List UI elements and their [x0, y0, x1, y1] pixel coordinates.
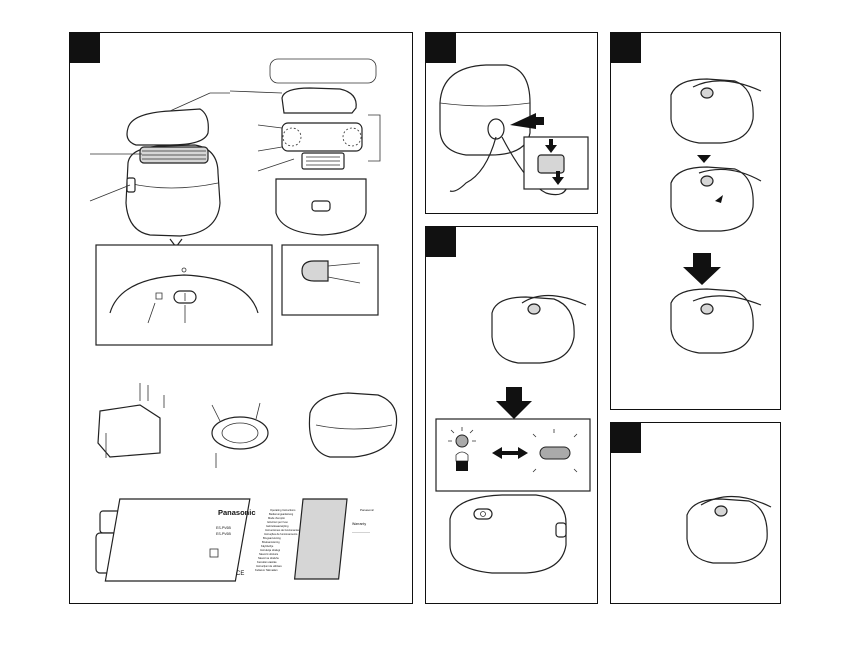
shaver-hand-1	[670, 78, 754, 144]
warranty-booklet	[293, 498, 348, 580]
led-light-icon	[455, 434, 469, 448]
warranty-brand: Panasonic	[360, 508, 375, 512]
booklet-lang-1: Bedienungsanleitung	[269, 512, 294, 516]
panel-charging	[425, 32, 598, 214]
parts-illustration: Panasonic ES-PV6B ES-PV6B Operating Inst…	[89, 58, 398, 582]
panel-tag-parts	[70, 33, 100, 63]
booklet-lang-3: Istruzioni per l'uso	[267, 520, 288, 524]
zoom-socket-area	[281, 244, 379, 316]
ac-adaptor	[97, 404, 161, 458]
booklet-lang-10: Instrukcja obsługi	[260, 548, 280, 552]
booklet-lang-2: Mode d'emploi	[268, 516, 285, 520]
charging-illustration	[439, 64, 589, 196]
panel-tag-power	[611, 423, 641, 453]
lock-icon	[455, 451, 469, 462]
shaver-charging	[439, 64, 531, 156]
booklet-lang-9: Käyttöohje	[261, 544, 274, 548]
booklet-lang-11: Návod k obsluze	[259, 552, 279, 556]
plug-in-socket	[487, 118, 505, 140]
leader-frame	[229, 90, 283, 94]
operating-booklet	[104, 498, 251, 582]
leader-cap	[169, 92, 211, 112]
bracket-blades	[368, 114, 381, 162]
travel-pouch	[308, 392, 398, 458]
lock-illustration	[435, 294, 591, 574]
power-button-press	[714, 505, 728, 517]
arrow-down-icon	[683, 253, 721, 285]
zoom-body-outline	[109, 274, 259, 314]
charging-socket	[311, 200, 331, 212]
cable-right	[501, 136, 569, 196]
panel-tag-charging	[426, 33, 456, 63]
shaver-hand-2	[670, 166, 754, 232]
shaver-hand-3	[670, 288, 754, 354]
booklet-lang-12: Návod na obsluhu	[258, 556, 279, 560]
lock-icon	[155, 292, 163, 300]
double-arrow-icon	[492, 447, 528, 459]
leader-switch	[89, 184, 131, 202]
exploded-cap	[281, 87, 357, 114]
power-button-lock	[527, 303, 541, 315]
cable-left	[449, 136, 497, 192]
socket-zoom	[301, 260, 329, 282]
booklet-lang-14: Instrucţiuni de utilizare	[256, 564, 282, 568]
warranty-box: ——————	[352, 530, 370, 534]
protective-cap	[126, 108, 209, 146]
usb-cable	[211, 416, 269, 450]
plug-zoom	[537, 154, 565, 174]
booklet-lang-13: Kezelési utasítás	[257, 560, 277, 564]
side-switch	[126, 177, 136, 193]
power-icon	[480, 511, 486, 517]
warranty-heading: Warranty	[352, 522, 366, 526]
shaver-hand-lock	[491, 296, 575, 364]
booklet-model-top: ES-PV6B	[216, 526, 231, 530]
panel-parts: Panasonic ES-PV6B ES-PV6B Operating Inst…	[69, 32, 413, 604]
label-placeholder-box	[269, 58, 377, 84]
booklet-lang-0: Operating Instructions	[270, 508, 296, 512]
thumb-power	[700, 495, 772, 508]
booklet-lang-7: Brugsanvisning	[263, 536, 281, 540]
panel-power	[610, 422, 781, 604]
press-arrow-icon	[715, 195, 723, 203]
arrow-insert-icon	[510, 113, 544, 129]
booklet-model-bottom: ES-PV6B	[216, 532, 231, 536]
booklet-lang-4: Gebruiksaanwijzing	[266, 524, 289, 528]
led-dot	[181, 267, 187, 273]
panel-unlock	[610, 32, 781, 410]
power-illustration	[686, 495, 772, 564]
booklet-ce-mark: CE	[236, 571, 244, 577]
led-blink-icon	[539, 446, 571, 460]
booklet-lang-8: Bruksanvisning	[262, 540, 280, 544]
power-button-top	[473, 508, 493, 520]
panel-lock	[425, 226, 598, 604]
arrow-small-down-icon	[697, 155, 711, 163]
unlock-illustration	[670, 78, 762, 354]
blade-block	[281, 122, 363, 152]
booklet-lang-15: Kullanım Talimatları	[255, 568, 278, 572]
arrow-up-icon	[552, 171, 564, 185]
shaver-hand-power	[686, 498, 768, 564]
booklet-brand: Panasonic	[218, 508, 256, 517]
booklet-qr-code	[209, 548, 219, 558]
booklet-lang-6: Instruções de funcionamento	[264, 532, 298, 536]
panel-tag-unlock	[611, 33, 641, 63]
arrow-down-icon	[545, 139, 557, 153]
shaver-top-view	[449, 494, 567, 574]
panel-tag-lock	[426, 227, 456, 257]
arrow-down-icon	[496, 387, 532, 419]
booklet-lang-5: Instrucciones de funcionamiento	[265, 528, 303, 532]
thumb-lock	[521, 294, 587, 306]
